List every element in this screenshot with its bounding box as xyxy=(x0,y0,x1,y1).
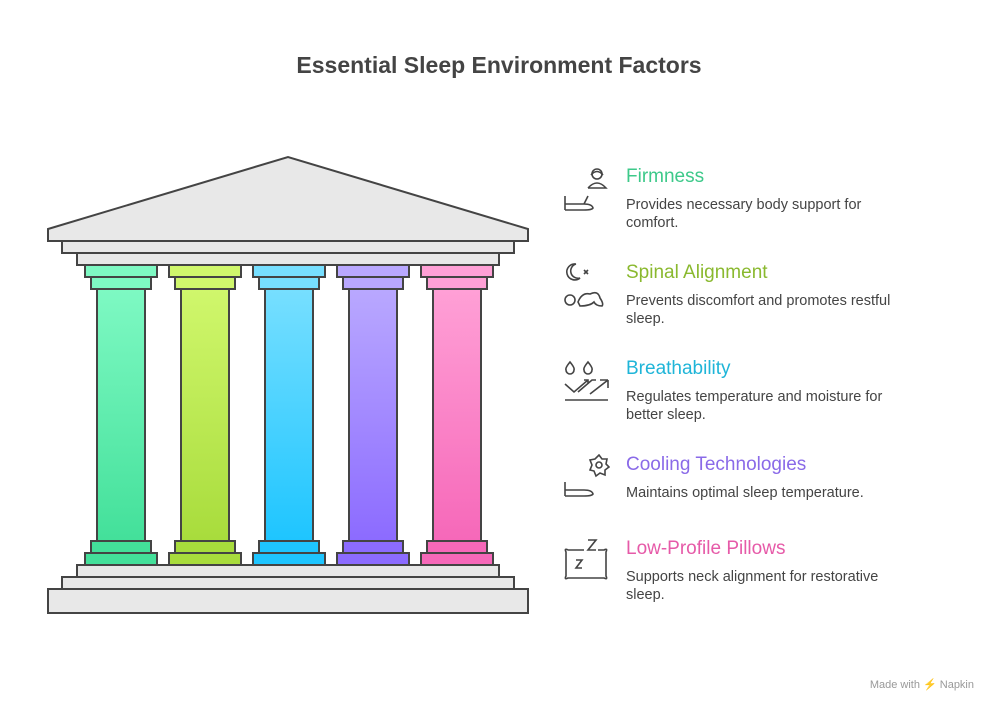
column-5-plinth xyxy=(420,552,494,566)
column-2-plinth xyxy=(168,552,242,566)
column-2-capital xyxy=(168,264,242,278)
column-4-plinth-neck xyxy=(342,540,404,554)
column-4-capital xyxy=(336,264,410,278)
factor-description: Provides necessary body support for comf… xyxy=(626,197,862,231)
entablature-1 xyxy=(61,240,515,254)
factor-title: Cooling Technologies xyxy=(626,454,807,475)
column-5-plinth-neck xyxy=(426,540,488,554)
pillow-zzz-icon xyxy=(564,539,608,580)
column-1-plinth-neck xyxy=(90,540,152,554)
temple-roof xyxy=(47,155,529,242)
person-on-bed-icon xyxy=(564,168,608,211)
column-1-capital xyxy=(84,264,158,278)
column-2-plinth-neck xyxy=(174,540,236,554)
column-5-shaft xyxy=(432,288,482,542)
factor-description: Maintains optimal sleep temperature. xyxy=(626,485,864,501)
column-4-shaft xyxy=(348,288,398,542)
column-5-capital-neck xyxy=(426,276,488,290)
factor-description: Prevents discomfort and promotes restful… xyxy=(626,293,891,327)
page-title: Essential Sleep Environment Factors xyxy=(296,52,702,78)
column-4-capital-neck xyxy=(342,276,404,290)
base-step-3 xyxy=(47,588,529,614)
column-1-shaft xyxy=(96,288,146,542)
factor-description: Regulates temperature and moisture for b… xyxy=(626,389,883,423)
column-3-plinth xyxy=(252,552,326,566)
made-with-napkin-credit: Made with ⚡ Napkin xyxy=(869,679,974,691)
column-1-plinth xyxy=(84,552,158,566)
droplets-airflow-icon xyxy=(564,360,609,401)
column-5-capital xyxy=(420,264,494,278)
column-1-capital-neck xyxy=(90,276,152,290)
factor-title: Spinal Alignment xyxy=(626,262,768,283)
factor-title: Low-Profile Pillows xyxy=(626,538,786,559)
base-step-1 xyxy=(76,564,500,578)
entablature-2 xyxy=(76,252,500,266)
column-2-shaft xyxy=(180,288,230,542)
base-step-2 xyxy=(61,576,515,590)
factor-title: Firmness xyxy=(626,166,705,187)
column-4-plinth xyxy=(336,552,410,566)
gear-bed-icon xyxy=(564,454,610,497)
column-3-capital-neck xyxy=(258,276,320,290)
column-3-shaft xyxy=(264,288,314,542)
column-2-capital-neck xyxy=(174,276,236,290)
column-3-capital xyxy=(252,264,326,278)
factor-title: Breathability xyxy=(626,358,731,379)
column-3-plinth-neck xyxy=(258,540,320,554)
moon-curled-sleeper-icon xyxy=(564,263,604,307)
factor-description: Supports neck alignment for restorative … xyxy=(626,569,879,603)
